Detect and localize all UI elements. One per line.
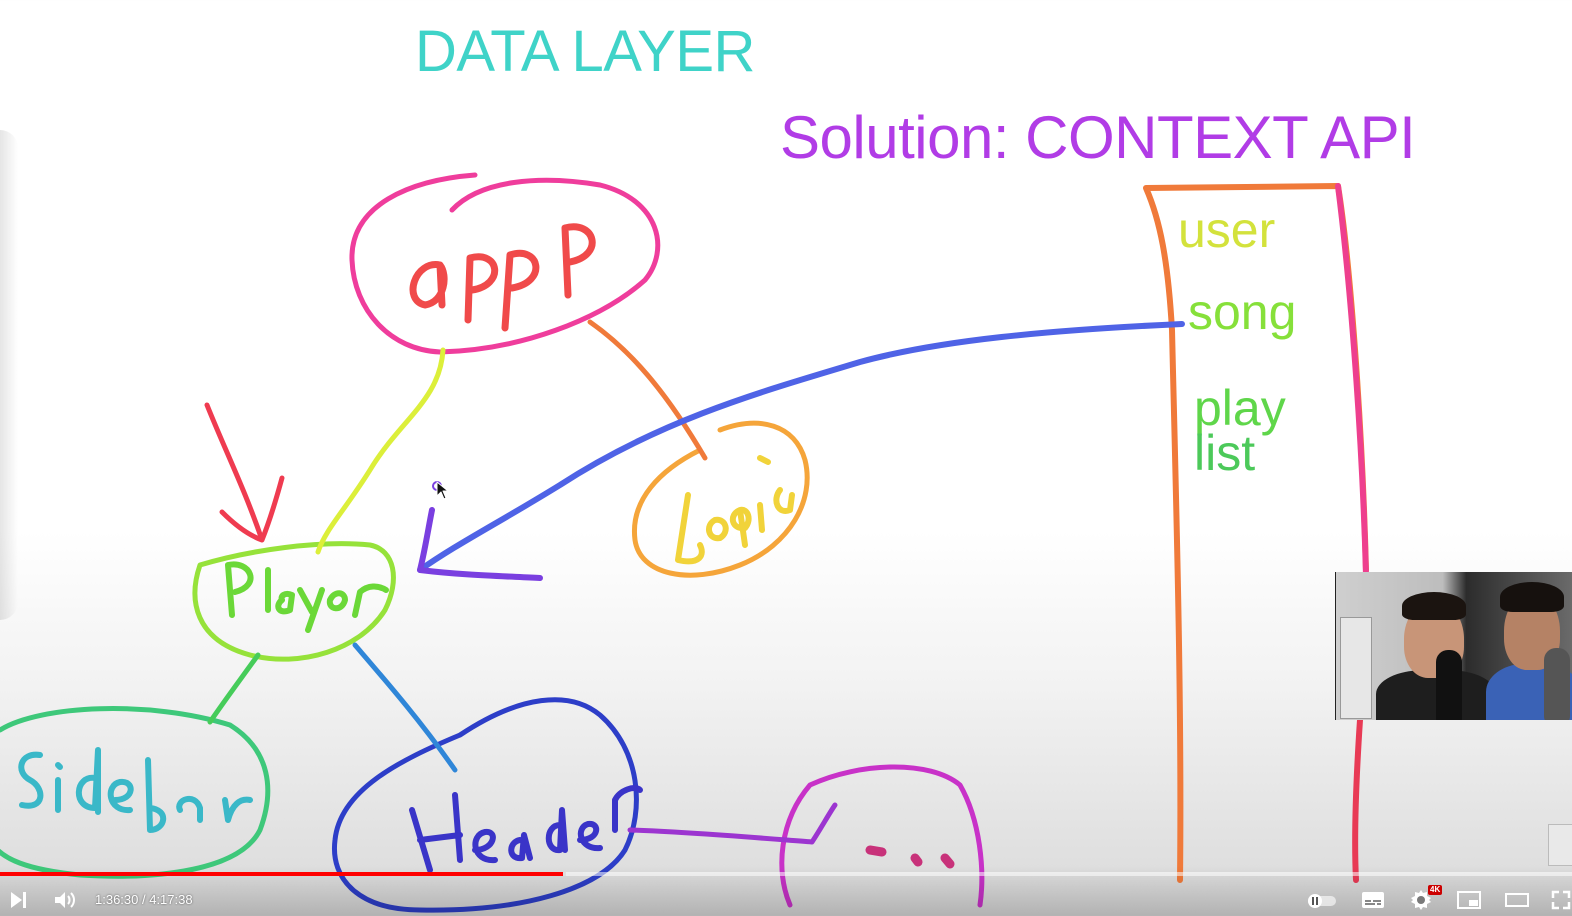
- login-scribble: [675, 455, 795, 565]
- left-shadow: [0, 130, 18, 620]
- context-arrow-head: [417, 507, 543, 581]
- volume-button[interactable]: [52, 886, 78, 914]
- miniplayer-icon: [1457, 891, 1481, 909]
- store-item-list: list: [1194, 425, 1256, 481]
- player-blob: [192, 541, 396, 662]
- line-app-login: [587, 319, 708, 461]
- webcam-overlay: [1335, 572, 1572, 720]
- whiteboard-solution-text: Solution: CONTEXT API: [780, 104, 1416, 171]
- time-display: 1:36:30 / 4:17:38: [95, 892, 193, 907]
- whiteboard-title: DATA LAYER: [415, 19, 755, 84]
- store-item-play: play: [1194, 380, 1286, 436]
- more-dots: [865, 845, 955, 869]
- subtitles-button[interactable]: [1360, 886, 1386, 914]
- autoplay-toggle[interactable]: [1306, 886, 1338, 914]
- line-player-sidebar: [207, 652, 261, 725]
- red-arrow: [204, 402, 285, 543]
- miniplayer-button[interactable]: [1456, 886, 1482, 914]
- app-scribble: [409, 223, 596, 332]
- sidebar-scribble: [18, 747, 253, 833]
- settings-icon: [1411, 890, 1431, 910]
- next-icon: [11, 892, 26, 908]
- app-blob: [349, 172, 661, 355]
- subtitles-icon: [1362, 892, 1384, 908]
- login-blob: [631, 420, 810, 578]
- settings-button[interactable]: [1408, 886, 1434, 914]
- store-item-song: song: [1188, 284, 1297, 340]
- webcam-door: [1340, 617, 1372, 719]
- line-header-more: [627, 802, 838, 845]
- progress-played: [0, 872, 563, 876]
- quality-badge: 4K: [1428, 885, 1443, 895]
- next-button[interactable]: [6, 886, 32, 914]
- store-box-right: [1335, 183, 1369, 578]
- line-player-header: [352, 642, 458, 773]
- header-scribble: [409, 785, 643, 873]
- mouse-cursor-icon: [436, 481, 449, 500]
- edge-thumbnail: [1548, 824, 1572, 866]
- player-scribble: [225, 561, 389, 633]
- microphone-2: [1544, 648, 1570, 720]
- volume-icon: [55, 892, 75, 908]
- more-blob: [779, 764, 985, 908]
- progress-bar[interactable]: [0, 872, 1572, 876]
- autoplay-toggle-icon: [1308, 894, 1336, 908]
- fullscreen-button[interactable]: [1550, 886, 1572, 914]
- store-item-user: user: [1178, 202, 1276, 258]
- context-arrow: [417, 321, 1185, 573]
- store-box-bottom-right: [1352, 717, 1363, 883]
- line-app-player: [315, 347, 446, 555]
- header-blob: [331, 697, 639, 913]
- fullscreen-icon: [1551, 890, 1571, 910]
- theater-icon: [1505, 893, 1529, 907]
- microphone-1: [1436, 650, 1462, 720]
- theater-button[interactable]: [1504, 886, 1530, 914]
- presenter-1-hair: [1402, 592, 1466, 620]
- presenter-2-hair: [1500, 582, 1564, 612]
